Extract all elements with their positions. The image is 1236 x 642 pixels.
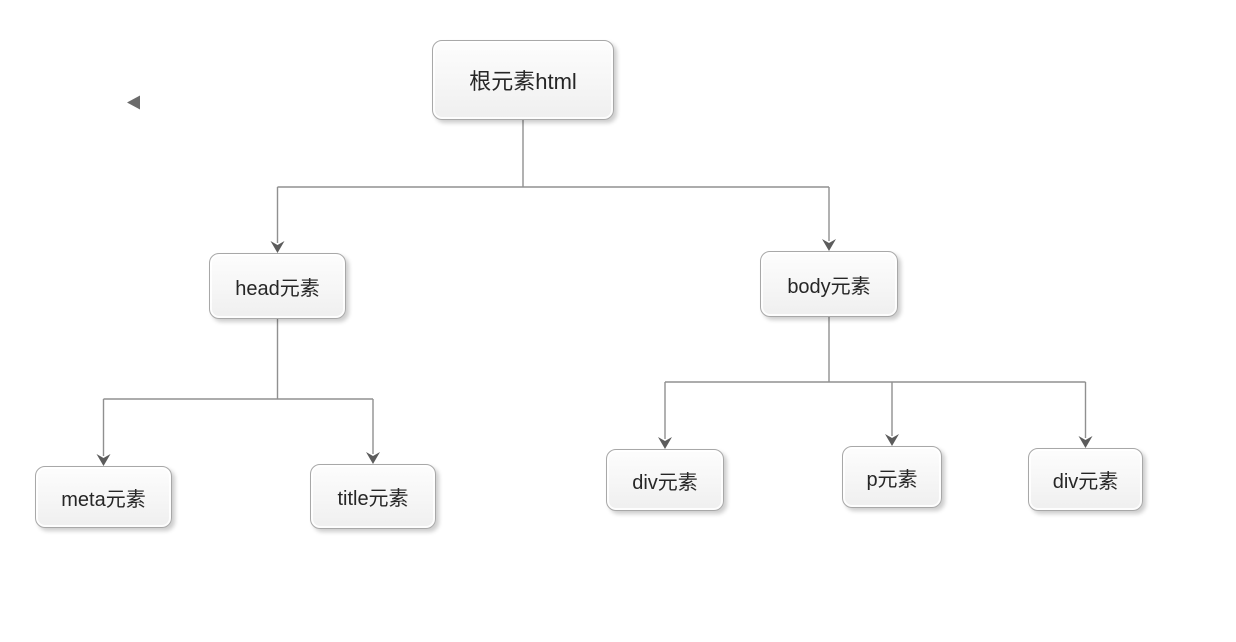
node-root-label: 根元素html xyxy=(469,69,577,94)
arrowheads-level-1 xyxy=(270,239,836,253)
node-div-2-label: div元素 xyxy=(1052,471,1119,493)
connector-group-root xyxy=(276,120,830,243)
node-body-label: body元素 xyxy=(787,275,871,298)
arrowhead-p-icon xyxy=(885,434,899,446)
connector-group-head xyxy=(102,319,374,456)
arrowhead-div2-icon xyxy=(1078,436,1093,448)
node-div-2[interactable]: div元素 xyxy=(1028,448,1143,511)
node-head[interactable]: head元素 xyxy=(209,253,346,319)
arrowhead-head-icon xyxy=(270,241,285,253)
arrowhead-title-icon xyxy=(366,452,380,464)
node-head-label: head元素 xyxy=(235,277,320,300)
node-meta[interactable]: meta元素 xyxy=(35,466,172,528)
node-p[interactable]: p元素 xyxy=(842,446,942,508)
node-div-1-label: div元素 xyxy=(632,471,698,494)
node-body[interactable]: body元素 xyxy=(760,251,898,317)
collapse-triangle-icon[interactable] xyxy=(124,92,144,112)
arrowhead-meta-icon xyxy=(96,454,111,466)
node-meta-label: meta元素 xyxy=(61,488,146,511)
arrowhead-body-icon xyxy=(822,239,836,251)
node-root-html[interactable]: 根元素html xyxy=(432,40,614,120)
node-div-1[interactable]: div元素 xyxy=(606,449,724,511)
arrowhead-div1-icon xyxy=(658,437,672,449)
node-title-label: title元素 xyxy=(337,488,409,510)
connector-group-body xyxy=(664,317,1087,439)
node-title[interactable]: title元素 xyxy=(310,464,436,529)
node-p-label: p元素 xyxy=(866,468,918,491)
